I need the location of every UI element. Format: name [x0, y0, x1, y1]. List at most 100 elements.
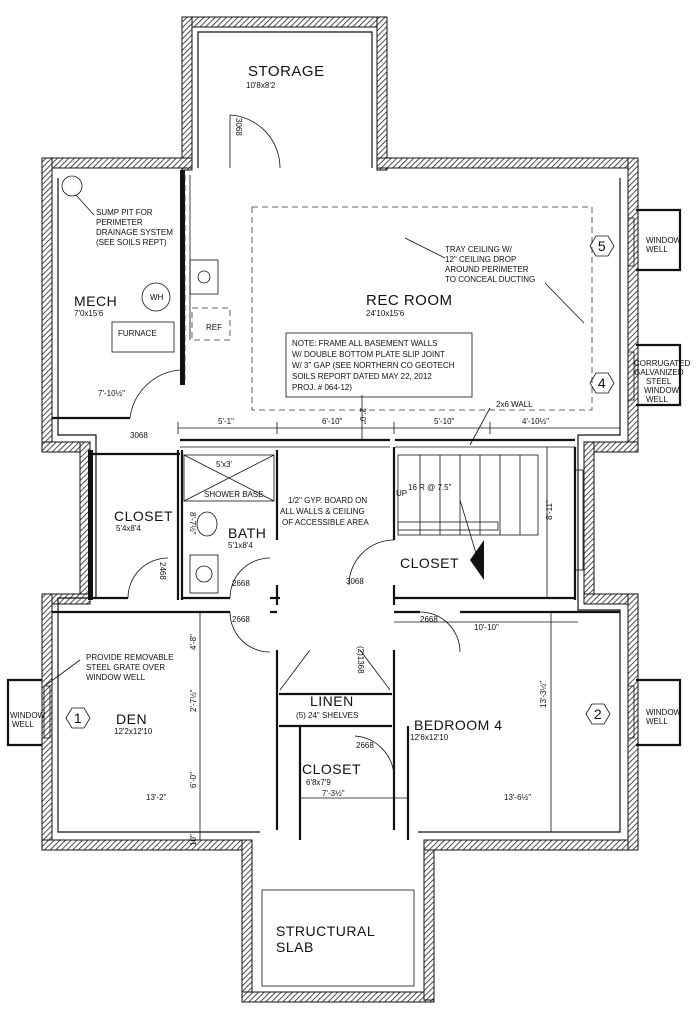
dim-top-2: 6'-10" — [322, 417, 343, 426]
gyp-note-1: 1/2" GYP. BOARD ON — [288, 496, 367, 505]
stair-risers-label: 16 R @ 7.5" — [408, 483, 452, 492]
den-door-swing[interactable] — [229, 611, 271, 653]
shower-base-icon — [183, 454, 275, 502]
rec-room-label: REC ROOM — [366, 292, 453, 309]
dim-bedroom-height: 13'-3½" — [539, 681, 548, 708]
dim-2-0: 2'-0" — [358, 408, 367, 424]
corrugated-4: WINDOW — [644, 386, 680, 395]
den-label: DEN — [116, 711, 147, 727]
tray-ceiling-outline — [251, 206, 593, 411]
window-well-right-1: WINDOW — [646, 708, 682, 717]
dim-den-v2: 2'-7½" — [189, 689, 198, 712]
mech-door-swing[interactable] — [129, 369, 181, 419]
dim-bath-vertical: 8'-7½" — [188, 512, 197, 535]
sump-note-4: (SEE SOILS REPT) — [96, 238, 167, 247]
closet-3-label: CLOSET — [302, 761, 361, 777]
storage-door-swing[interactable] — [229, 114, 281, 169]
structural-slab-label-1: STRUCTURAL — [276, 923, 375, 939]
grate-note-1: PROVIDE REMOVABLE — [86, 653, 173, 662]
dim-top-3: 5'-10" — [434, 417, 455, 426]
marker-2: 2 — [585, 703, 611, 725]
door-tag-closet-2: 3068 — [346, 577, 364, 586]
closet-door-swing-2[interactable] — [348, 539, 395, 586]
tray-note-3: AROUND PERIMETER — [445, 265, 529, 274]
water-heater-icon — [141, 282, 171, 312]
dim-closet-width: 10'-10" — [474, 623, 499, 632]
shower-size: 5'x3' — [216, 460, 232, 469]
ref-label: REF — [206, 323, 222, 332]
bedroom-4-size: 12'6x12'10 — [410, 733, 449, 742]
mech-counter — [184, 175, 219, 380]
door-tag-linen: (2)1368 — [356, 646, 365, 674]
marker-4: 4 — [589, 372, 615, 394]
dim-mech-width: 7'-10½" — [98, 389, 125, 398]
corrugated-2: GALVANIZED — [634, 368, 684, 377]
furnace-icon — [111, 321, 175, 353]
sump-pit-icon — [61, 175, 83, 197]
dim-stair-height: 8'-11" — [545, 500, 554, 520]
closet-3-size: 6'8x7'9 — [306, 778, 331, 787]
linen-shelves: (5) 24" SHELVES — [296, 711, 358, 720]
toilet-icon — [196, 511, 218, 537]
refrigerator-icon — [191, 307, 231, 341]
corrugated-5: WELL — [646, 395, 668, 404]
door-tag-closet: 2468 — [158, 562, 167, 580]
mech-label: MECH — [74, 293, 117, 309]
closet-door-swing[interactable] — [127, 557, 169, 599]
closet-label: CLOSET — [114, 508, 173, 524]
den-size: 12'2x12'10 — [114, 727, 153, 736]
frame-note-3: W/ 3" GAP (SEE NORTHERN CO GEOTECH — [292, 361, 455, 370]
stair-treads — [397, 454, 539, 580]
corrugated-1: CORRUGATED — [634, 359, 691, 368]
stair-up-label: UP — [396, 489, 407, 498]
svg-text:4: 4 — [598, 375, 606, 391]
frame-note-box — [285, 332, 473, 398]
sump-note-3: DRAINAGE SYSTEM — [96, 228, 173, 237]
window-well-top-1: WINDOW — [646, 236, 682, 245]
rec-room-size: 24'10x15'6 — [366, 309, 405, 318]
sump-note-1: SUMP PIT FOR — [96, 208, 153, 217]
bath-sink-icon — [189, 554, 219, 594]
interior-walls — [52, 170, 620, 840]
storage-label: STORAGE — [248, 63, 325, 80]
furnace-label: FURNACE — [118, 329, 157, 338]
tray-note-4: TO CONCEAL DUCTING — [445, 275, 535, 284]
frame-note-1: NOTE: FRAME ALL BASEMENT WALLS — [292, 339, 438, 348]
window-well-right-2: WELL — [646, 717, 668, 726]
svg-text:1: 1 — [74, 710, 82, 726]
dim-top-4: 4'-10½" — [522, 417, 549, 426]
gyp-note-2: ALL WALLS & CEILING — [280, 507, 365, 516]
bedroom-door-swing[interactable] — [419, 611, 461, 653]
wh-label: WH — [150, 293, 164, 302]
shower-base-label: SHOWER BASE — [204, 490, 264, 499]
dim-den-v3: 6'-0" — [189, 772, 198, 788]
linen-label: LINEN — [310, 693, 354, 709]
grate-note-3: WINDOW WELL — [86, 673, 146, 682]
leader-lines — [45, 194, 585, 686]
frame-note-2: W/ DOUBLE BOTTOM PLATE SLIP JOINT — [292, 350, 445, 359]
svg-text:2: 2 — [594, 706, 602, 722]
grate-note-2: STEEL GRATE OVER — [86, 663, 165, 672]
2x6-wall-note: 2x6 WALL — [496, 400, 533, 409]
door-tag-bath: 2668 — [232, 579, 250, 588]
door-tag-storage: 3068 — [234, 118, 243, 136]
closet-2-label: CLOSET — [400, 555, 459, 571]
bath-size: 5'1x8'4 — [228, 541, 253, 550]
frame-note-5: PROJ. # 064-12) — [292, 383, 352, 392]
window-well-left-2: WELL — [12, 720, 34, 729]
linen-door-swing[interactable] — [279, 649, 391, 691]
closet-3-door-swing[interactable] — [354, 735, 395, 777]
dimension-lines — [177, 395, 620, 840]
door-tag-bedroom: 2668 — [420, 615, 438, 624]
door-tag-mech: 3068 — [130, 431, 148, 440]
window-well-top-2: WELL — [646, 245, 668, 254]
tray-note-2: 12" CEILING DROP — [445, 255, 516, 264]
bath-door-swing[interactable] — [229, 557, 271, 599]
dim-closet-3-width: 7'-3½" — [322, 789, 345, 798]
structural-slab-label-2: SLAB — [276, 939, 314, 955]
gyp-note-3: OF ACCESSIBLE AREA — [282, 518, 369, 527]
door-tag-closet-3: 2668 — [356, 741, 374, 750]
tray-note-1: TRAY CEILING W/ — [445, 245, 513, 254]
dim-bedroom-width: 13'-6½" — [504, 793, 531, 802]
